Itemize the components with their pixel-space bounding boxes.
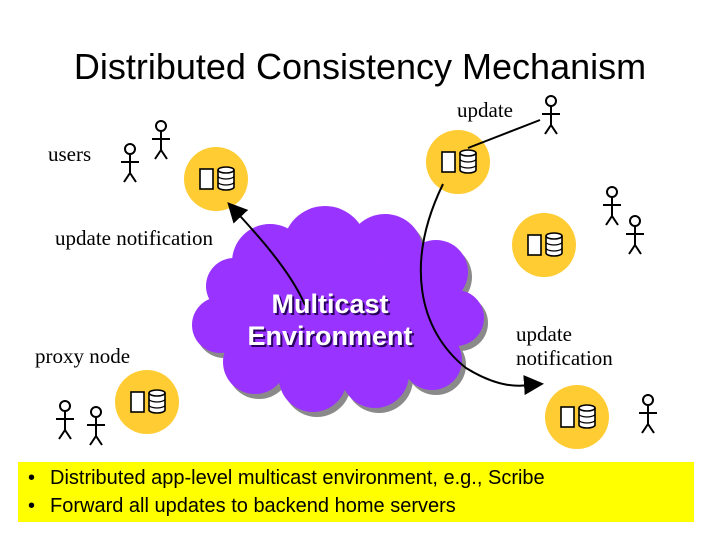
update-link-line [467,119,541,149]
slide-title: Distributed Consistency Mechanism [73,46,647,87]
notification-arrow-left [227,202,306,306]
cloud-label-line1: Multicast [271,289,389,319]
bullet-text: Distributed app-level multicast environm… [50,467,545,489]
user-icon [638,394,658,434]
update-propagation-arrow [419,183,544,396]
user-icon [55,400,75,440]
proxy-node-right [512,213,576,277]
update-notification-label-right: update notification [516,322,613,370]
bullet-item: • Distributed app-level multicast environ… [28,464,694,492]
multicast-cloud [192,206,484,412]
update-notification-right-line1: update [516,322,572,346]
bullet-box: • Distributed app-level multicast environ… [18,462,694,522]
user-icon [151,120,171,160]
users-label: users [48,142,92,166]
update-label: update [457,98,513,122]
bullet-icon: • [28,495,36,517]
update-notification-right-line2: notification [516,346,613,370]
proxy-node-left-top [184,147,248,211]
user-icon [625,215,645,255]
proxy-node-left-bottom [115,370,179,434]
cloud-label: Multicast Environment [218,288,442,352]
proxy-node-label: proxy node [35,344,131,368]
bullet-text: Forward all updates to backend home serv… [50,495,456,517]
update-notification-label-left: update notification [55,226,214,250]
proxy-node-bottom-right [545,385,609,449]
bullet-item: • Forward all updates to backend home ser… [28,492,694,520]
user-icon [86,406,106,446]
user-icon [120,143,140,183]
user-icon [602,186,622,226]
bullet-icon: • [28,467,36,489]
cloud-label-line2: Environment [247,321,413,351]
user-icon [541,95,561,135]
proxy-node-center-top [426,130,490,194]
